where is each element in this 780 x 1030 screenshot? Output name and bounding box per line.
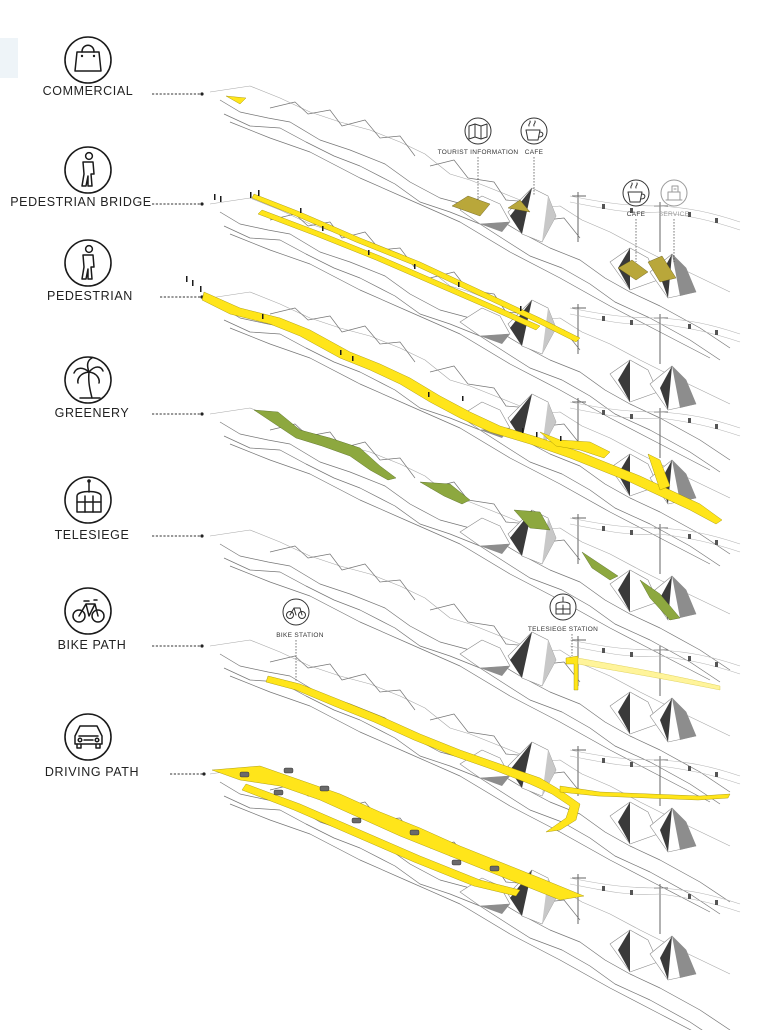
leader-dot-commercial [200, 92, 204, 96]
greenery-patch-2 [581, 551, 619, 581]
telesiege-station-label: TELESIEGE STATION [528, 626, 598, 633]
legend-telesiege-ring [64, 476, 112, 524]
walking-person-icon [81, 244, 95, 280]
legend-commercial: COMMERCIAL [43, 36, 204, 98]
bike-station-label: BIKE STATION [276, 632, 323, 639]
cafe-2-label: CAFE [627, 211, 646, 218]
greenery-strip-2 [419, 481, 471, 505]
cable-car-icon [555, 596, 571, 615]
layer-pedestrian [186, 276, 741, 567]
cars [239, 767, 500, 872]
legend-bike-path: BIKE PATH [58, 587, 204, 652]
legend-label-driving-path: DRIVING PATH [45, 765, 139, 779]
bridge-path-1 [251, 193, 581, 343]
bike-path-main [265, 675, 581, 833]
poi-bike-station: BIKE STATION [276, 598, 323, 682]
car-icon [74, 725, 103, 749]
map-icon [468, 123, 488, 140]
legend-label-pedestrian-bridge: PEDESTRIAN BRIDGE [10, 195, 151, 209]
service-ring [660, 179, 688, 207]
palm-tree-icon [73, 357, 104, 399]
service-label: SERVICE [659, 211, 690, 218]
leader-dot-telesiege [200, 534, 204, 538]
layer-commercial [209, 85, 741, 361]
layer-bike-path [209, 639, 741, 915]
legend-driving-path-ring [64, 713, 112, 761]
commercial-olive-block-2 [507, 199, 531, 213]
poi-tourist-information: TOURIST INFORMATION [438, 117, 519, 200]
layer-greenery [209, 407, 741, 683]
pedestrian-plaza [539, 431, 611, 459]
legend-label-pedestrian: PEDESTRIAN [47, 289, 133, 303]
bicycle-icon [72, 599, 105, 623]
poi-cafe-1: CAFE [520, 117, 548, 196]
corner-tab [0, 38, 18, 78]
shopping-bag-icon [74, 44, 102, 72]
poi-service: SERVICE [659, 179, 690, 262]
legend-label-bike-path: BIKE PATH [58, 638, 127, 652]
coffee-cup-icon [627, 182, 646, 203]
legend-commercial-ring [64, 36, 112, 84]
commercial-olive-block-4 [647, 255, 677, 283]
commercial-olive-block-3 [617, 259, 649, 281]
legend-pedestrian-ring [64, 239, 112, 287]
commercial-yellow-accent [225, 95, 247, 105]
leader-dot-greenery [200, 412, 204, 416]
bike-path-spur [559, 785, 731, 801]
service-icon [665, 185, 683, 201]
pedestrian-path [201, 291, 723, 525]
walking-person-icon [81, 151, 95, 187]
greenery-patch-1 [513, 509, 551, 531]
driving-road-lower [241, 783, 521, 897]
legend-pedestrian: PEDESTRIAN [47, 239, 204, 303]
legend-label-telesiege: TELESIEGE [55, 528, 130, 542]
legend-telesiege: TELESIEGE [55, 476, 204, 542]
legend-pedestrian-bridge: PEDESTRIAN BRIDGE [10, 146, 204, 209]
pedestrians-ground [186, 276, 562, 441]
pedestrian-ramp [647, 453, 671, 491]
bike-station-ring [282, 598, 310, 626]
greenery-strip-1 [253, 409, 397, 481]
pedestrians-bridge [214, 190, 522, 311]
coffee-cup-icon [525, 120, 544, 141]
layer-telesiege [209, 529, 741, 805]
poi-cafe-2: CAFE [622, 179, 650, 262]
bridge-path-2 [257, 209, 541, 331]
legend-driving-path: DRIVING PATH [45, 713, 206, 779]
leader-dot-pedestrian-bridge [200, 202, 204, 206]
cafe-1-label: CAFE [525, 149, 544, 156]
cable-car-icon [76, 479, 102, 513]
telesiege-station-pylon [565, 655, 579, 691]
telesiege-cable-highlight [577, 657, 721, 691]
commercial-olive-block-1 [451, 195, 491, 217]
layer-driving-path [209, 765, 741, 1030]
legend-label-commercial: COMMERCIAL [43, 84, 134, 98]
legend-pedestrian-bridge-ring [64, 146, 112, 194]
legend-label-greenery: GREENERY [55, 406, 130, 420]
greenery-patch-3 [639, 579, 681, 621]
leader-dot-driving-path [202, 772, 206, 776]
tourist-information-label: TOURIST INFORMATION [438, 149, 519, 156]
leader-dot-bike-path [200, 644, 204, 648]
bike-station-icon [286, 607, 306, 619]
legend-greenery-ring [64, 356, 112, 404]
legend-greenery: GREENERY [55, 356, 204, 420]
poi-telesiege-station: TELESIEGE STATION [528, 593, 598, 656]
layer-pedestrian-bridge [209, 190, 741, 473]
